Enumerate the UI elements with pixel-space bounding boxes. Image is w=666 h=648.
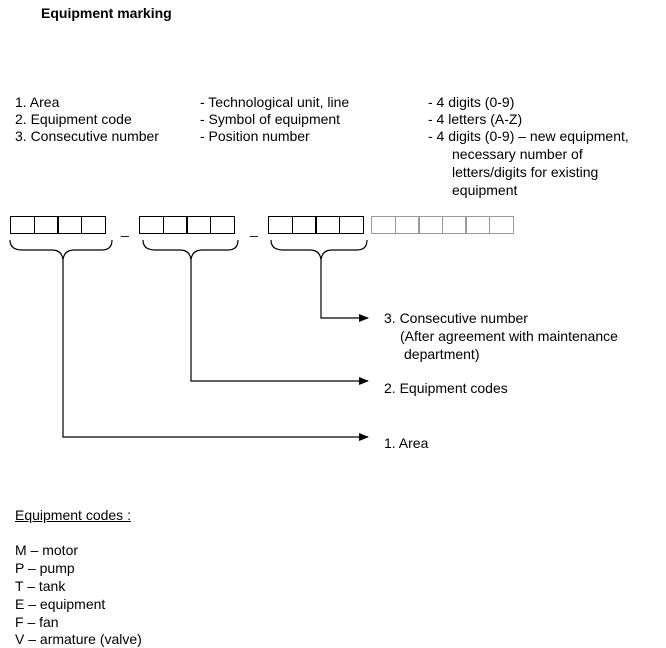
consecutive-number-arrow — [320, 260, 369, 322]
optional-extension-box — [465, 216, 490, 234]
pointer-consecutive-number-title: 3. Consecutive number — [384, 310, 528, 326]
equipment-code-letter-boxes — [139, 216, 235, 234]
part-consecutive-number-format-line-2: necessary number of — [452, 146, 583, 162]
optional-extension-box — [418, 216, 443, 234]
equipment-code-brace — [142, 239, 239, 261]
consecutive-number-box — [338, 216, 364, 234]
part-consecutive-number-format-line-4: equipment — [452, 182, 518, 198]
optional-extension-box — [371, 216, 396, 234]
area-digit-box — [33, 216, 59, 234]
optional-extension-box — [488, 216, 514, 234]
pointer-equipment-codes: 2. Equipment codes — [384, 380, 508, 396]
consecutive-number-box — [315, 216, 340, 234]
code-equipment: E – equipment — [15, 596, 106, 612]
code-tank: T – tank — [15, 578, 66, 594]
pointer-area: 1. Area — [384, 435, 429, 451]
equipment-code-letter-box — [186, 216, 211, 234]
separator-2: _ — [250, 221, 258, 237]
part-area-meaning: - Technological unit, line — [200, 94, 350, 110]
separator-1: _ — [121, 221, 129, 237]
consecutive-number-box — [291, 216, 317, 234]
part-consecutive-number-meaning: - Position number — [200, 128, 310, 144]
consecutive-number-brace — [270, 239, 368, 261]
equipment-code-letter-box — [139, 216, 164, 234]
part-area-format: - 4 digits (0-9) — [428, 94, 515, 110]
area-brace — [9, 239, 113, 261]
consecutive-number-boxes — [268, 216, 364, 234]
pointer-consecutive-number-note-1: (After agreement with maintenance — [400, 328, 618, 344]
code-armature-valve: V – armature (valve) — [15, 631, 142, 647]
part-equipment-code-meaning: - Symbol of equipment — [200, 111, 341, 127]
optional-extension-box — [441, 216, 467, 234]
part-consecutive-number-format-line-3: letters/digits for existing — [452, 164, 599, 180]
page-title: Equipment marking — [41, 5, 172, 21]
part-consecutive-number-name: 3. Consecutive number — [15, 128, 159, 144]
optional-extension-box — [394, 216, 420, 234]
part-equipment-code-name: 2. Equipment code — [15, 111, 132, 127]
code-fan: F – fan — [15, 614, 59, 630]
consecutive-number-box — [268, 216, 293, 234]
equipment-codes-heading: Equipment codes : — [15, 507, 131, 523]
optional-extension-boxes — [371, 216, 514, 234]
code-pump: P – pump — [15, 560, 75, 576]
equipment-code-arrow — [190, 260, 369, 385]
area-digit-boxes — [10, 216, 106, 234]
area-arrow — [62, 260, 369, 441]
area-digit-box — [57, 216, 82, 234]
equipment-code-letter-box — [209, 216, 235, 234]
pointer-consecutive-number-note-2: department) — [404, 346, 480, 362]
part-equipment-code-format: - 4 letters (A-Z) — [428, 111, 523, 127]
code-motor: M – motor — [15, 542, 79, 558]
part-area-name: 1. Area — [15, 94, 60, 110]
equipment-code-letter-box — [162, 216, 188, 234]
area-digit-box — [80, 216, 106, 234]
part-consecutive-number-format-line-1: - 4 digits (0-9) – new equipment, — [428, 128, 629, 144]
area-digit-box — [10, 216, 35, 234]
